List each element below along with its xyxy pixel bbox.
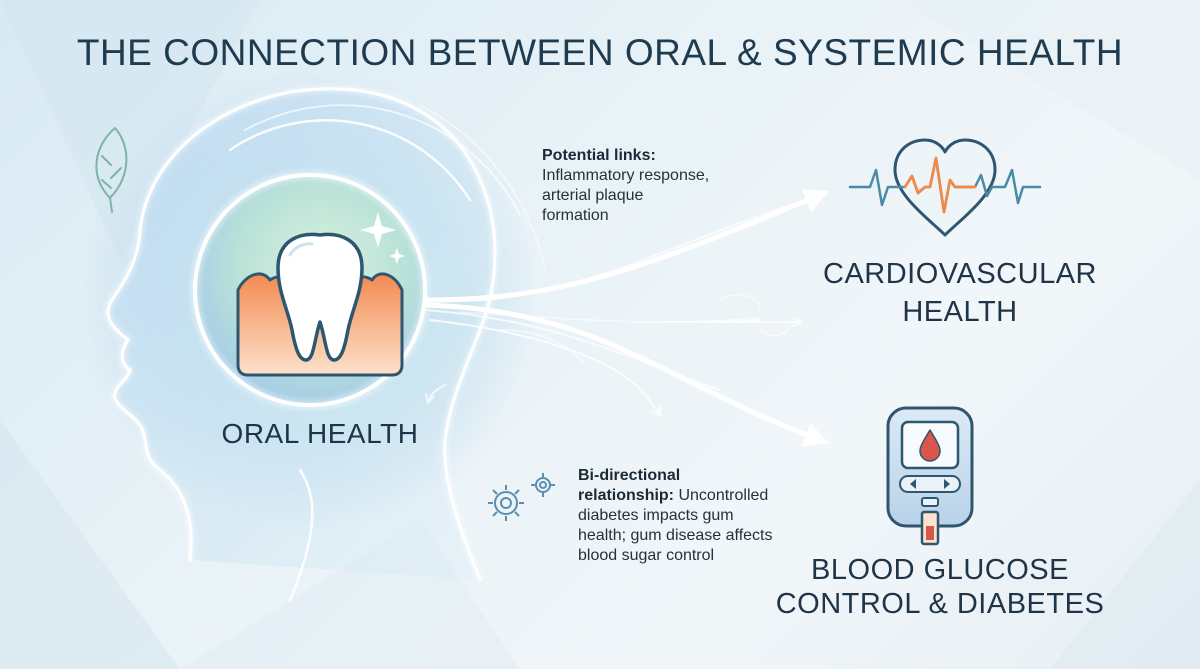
head-outline-glow bbox=[104, 85, 499, 582]
bidirectional-line2-text: Uncontrolled bbox=[678, 487, 769, 504]
cardio-label-line1: CARDIOVASCULAR bbox=[823, 258, 1097, 290]
potential-links-line2: arterial plaque bbox=[542, 187, 644, 204]
concentric-arcs bbox=[228, 104, 546, 271]
potential-links-line3: formation bbox=[542, 207, 609, 224]
bidirectional-line4: health; gum disease affects bbox=[578, 527, 773, 544]
cardiovascular-health-label: CARDIOVASCULAR HEALTH bbox=[790, 255, 1130, 331]
glucose-label-line2: CONTROL & DIABETES bbox=[775, 588, 1105, 620]
bidirectional-heading1: Bi-directional bbox=[578, 467, 681, 484]
gears-icon bbox=[488, 473, 555, 521]
bidirectional-heading2: relationship: bbox=[578, 487, 675, 504]
oral-circle-glow bbox=[190, 170, 430, 410]
bidirectional-line5: blood sugar control bbox=[578, 547, 715, 564]
glucose-meter-icon bbox=[886, 406, 974, 546]
potential-links-heading: Potential links: bbox=[542, 147, 656, 164]
potential-links-line1: Inflammatory response, bbox=[542, 167, 710, 184]
bidirectional-line3: diabetes impacts gum bbox=[578, 507, 734, 524]
neck-line bbox=[288, 468, 314, 602]
connection-paths bbox=[422, 189, 830, 447]
tooth-icon bbox=[236, 232, 404, 377]
page-title: THE CONNECTION BETWEEN ORAL & SYSTEMIC H… bbox=[76, 32, 1124, 73]
leaf-icon bbox=[95, 127, 128, 213]
cardio-label-line2: HEALTH bbox=[902, 296, 1018, 328]
oral-health-label: ORAL HEALTH bbox=[221, 418, 419, 449]
bidirectional-note: Bi-directional relationship: Uncontrolle… bbox=[578, 466, 808, 566]
glucose-label-line1: BLOOD GLUCOSE bbox=[811, 554, 1069, 586]
sparkle-icon bbox=[360, 212, 405, 264]
blood-glucose-label: BLOOD GLUCOSE CONTROL & DIABETES bbox=[740, 553, 1140, 621]
potential-links-note: Potential links: Inflammatory response, … bbox=[542, 146, 782, 226]
heart-pulse-icon bbox=[848, 138, 1042, 237]
